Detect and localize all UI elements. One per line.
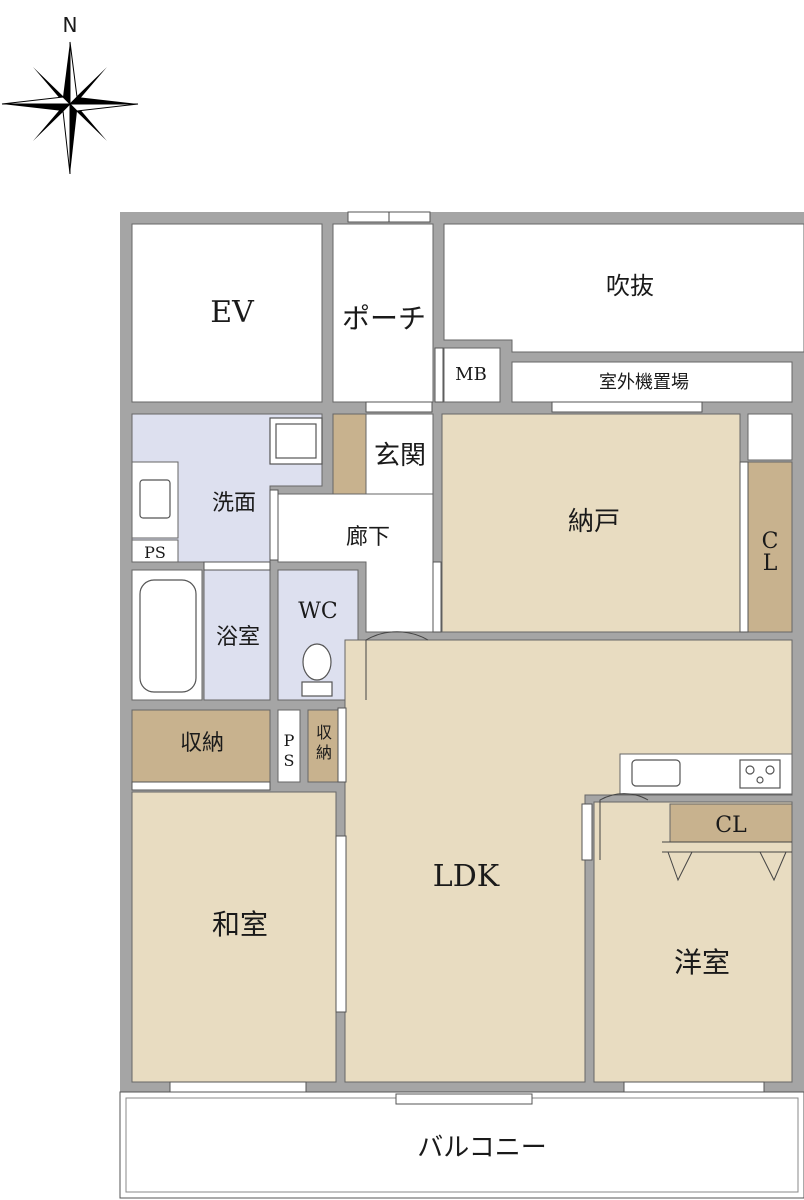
room-yokushitsu <box>203 569 271 701</box>
label-shuno-small: 収納 <box>316 723 332 762</box>
label-senmen: 洗面 <box>212 491 256 516</box>
label-mb: MB <box>455 364 487 385</box>
room-mb <box>443 347 501 403</box>
label-ev: EV <box>210 295 255 330</box>
room-fukinuke <box>443 223 804 353</box>
room-nando-cl <box>747 461 793 633</box>
room-ps-top <box>131 539 179 563</box>
kitchen-stove-icon <box>739 759 781 789</box>
label-wc: WC <box>298 599 337 624</box>
label-washitsu: 和室 <box>212 908 268 941</box>
nando-cl-upper <box>747 413 793 461</box>
room-nando <box>441 413 741 633</box>
stove-burner-3 <box>756 776 764 784</box>
room-washitsu <box>131 791 337 1083</box>
room-porch <box>332 223 434 403</box>
label-ps-top: PS <box>144 543 166 562</box>
toilet-icon <box>302 643 332 681</box>
washer-inner <box>275 423 317 459</box>
label-youshitsu-cl: CL <box>715 813 747 838</box>
stove-burner-2 <box>765 765 775 775</box>
label-porch: ポーチ <box>342 302 426 335</box>
label-outdoor-unit: 室外機置場 <box>599 372 689 393</box>
toilet-tank-icon <box>301 681 333 697</box>
room-ldk <box>344 639 793 1083</box>
label-balcony: バルコニー <box>417 1133 546 1163</box>
senmen-sink <box>139 479 171 519</box>
room-genkan <box>365 413 434 495</box>
stove-burner-1 <box>745 765 755 775</box>
genkan-storage <box>332 413 367 495</box>
compass-icon <box>1 41 139 175</box>
label-youshitsu: 洋室 <box>674 946 730 979</box>
room-youshitsu <box>593 801 793 1083</box>
bathtub-icon <box>139 579 197 693</box>
label-genkan: 玄関 <box>374 441 426 471</box>
room-youshitsu-cl <box>669 803 793 843</box>
label-fukinuke: 吹抜 <box>606 272 654 300</box>
label-rouka: 廊下 <box>346 525 390 550</box>
label-ldk: LDK <box>433 859 500 894</box>
kitchen-sink-icon <box>631 759 681 787</box>
room-rouka <box>277 493 434 633</box>
room-ev <box>131 223 323 403</box>
label-nando: 納戸 <box>568 507 620 537</box>
room-ps-mid <box>277 709 301 783</box>
label-yokushitsu: 浴室 <box>216 625 260 650</box>
compass-north-label: N <box>63 13 78 37</box>
label-shuno-left: 収納 <box>180 731 224 756</box>
